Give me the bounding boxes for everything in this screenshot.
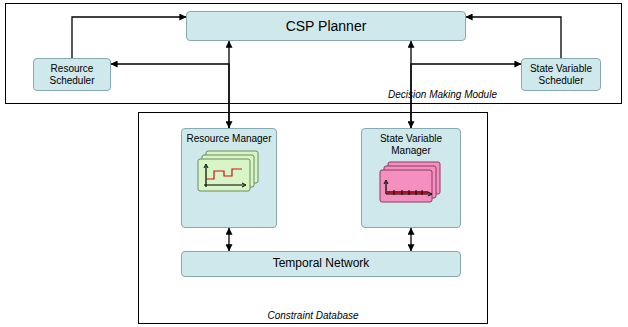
box-label: Temporal Network xyxy=(273,257,370,271)
scheduler-box: State Variable Scheduler xyxy=(521,58,601,91)
module-frame: Decision Making Module CSP PlannerResourc… xyxy=(5,3,622,104)
connector-arrow xyxy=(466,17,561,58)
planner-box: CSP Planner xyxy=(186,11,466,41)
connector-arrow xyxy=(72,17,186,58)
resource-profile-icon xyxy=(196,149,262,193)
manager-box: Resource Manager xyxy=(181,128,277,228)
database-frame: Constraint Database Resource Manager State… xyxy=(138,112,488,324)
connector-arrow xyxy=(111,64,229,128)
network-box: Temporal Network xyxy=(181,251,461,277)
connector-arrow xyxy=(228,228,229,251)
box-label: CSP Planner xyxy=(286,18,367,34)
box-label: State Variable Manager xyxy=(362,133,460,156)
scheduler-box: Resource Scheduler xyxy=(33,58,111,91)
module-label: Decision Making Module xyxy=(388,89,497,101)
connector-arrow xyxy=(410,228,411,251)
manager-box: State Variable Manager xyxy=(361,128,461,228)
box-label: Resource Scheduler xyxy=(34,63,110,86)
box-label: State Variable Scheduler xyxy=(522,63,600,86)
module-label: Constraint Database xyxy=(139,310,487,322)
timeline-icon xyxy=(378,160,444,204)
box-label: Resource Manager xyxy=(186,133,271,145)
